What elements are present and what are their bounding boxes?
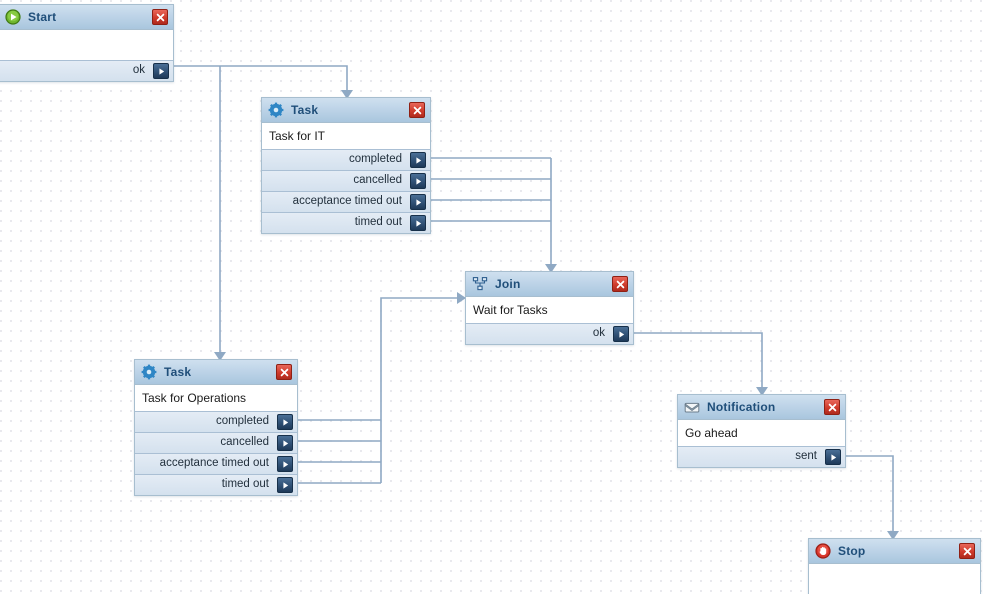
gear-icon [268, 102, 284, 118]
port-label: cancelled [353, 174, 402, 187]
output-port-icon[interactable] [825, 449, 841, 465]
close-icon[interactable] [612, 276, 628, 292]
port-label: ok [132, 64, 145, 77]
wire-join-to-notification [634, 332, 763, 387]
port-label: completed [215, 415, 269, 428]
port-label: sent [795, 450, 817, 463]
node-start-header[interactable]: Start [0, 5, 173, 30]
close-icon[interactable] [276, 364, 292, 380]
close-icon[interactable] [824, 399, 840, 415]
node-task-it-title: Task [291, 103, 319, 117]
port-row-start-ok[interactable]: ok [0, 60, 173, 81]
port-label: timed out [221, 478, 269, 491]
close-icon[interactable] [959, 543, 975, 559]
port-label: acceptance timed out [159, 457, 269, 470]
wire-notification-to-stop [846, 455, 894, 531]
port-row-task-operations-completed[interactable]: completed [135, 411, 297, 432]
output-port-icon[interactable] [410, 173, 426, 189]
port-row-task-operations-timed-out[interactable]: timed out [135, 474, 297, 495]
stop-hand-icon [815, 543, 831, 559]
node-task-operations[interactable]: Task Task for Operations completed cance… [134, 359, 298, 496]
gear-icon [141, 364, 157, 380]
output-port-icon[interactable] [410, 194, 426, 210]
output-port-icon[interactable] [277, 435, 293, 451]
port-label: timed out [354, 216, 402, 229]
node-stop[interactable]: Stop [808, 538, 981, 594]
hierarchy-icon [472, 277, 488, 291]
close-icon[interactable] [409, 102, 425, 118]
port-label: completed [348, 153, 402, 166]
port-row-task-it-cancelled[interactable]: cancelled [262, 170, 430, 191]
node-join[interactable]: Join Wait for Tasks ok [465, 271, 634, 345]
wire-task-operations-bus [380, 297, 457, 483]
node-notification-body: Go ahead [678, 420, 845, 446]
port-label: acceptance timed out [292, 195, 402, 208]
node-join-body: Wait for Tasks [466, 297, 633, 323]
node-task-it[interactable]: Task Task for IT completed cancelled acc… [261, 97, 431, 234]
output-port-icon[interactable] [277, 414, 293, 430]
node-notification[interactable]: Notification Go ahead sent [677, 394, 846, 468]
node-notification-title: Notification [707, 400, 776, 414]
port-row-task-it-completed[interactable]: completed [262, 149, 430, 170]
node-task-operations-body: Task for Operations [135, 385, 297, 411]
node-start-title: Start [28, 10, 57, 24]
envelope-icon [684, 402, 700, 413]
node-start[interactable]: Start ok [0, 4, 174, 82]
node-task-it-header[interactable]: Task [262, 98, 430, 123]
output-port-icon[interactable] [410, 152, 426, 168]
port-row-task-it-timed-out[interactable]: timed out [262, 212, 430, 233]
port-label: cancelled [220, 436, 269, 449]
port-row-task-operations-cancelled[interactable]: cancelled [135, 432, 297, 453]
port-row-task-operations-acceptance-timed-out[interactable]: acceptance timed out [135, 453, 297, 474]
node-start-body [0, 30, 173, 60]
close-icon[interactable] [152, 9, 168, 25]
node-join-header[interactable]: Join [466, 272, 633, 297]
node-notification-header[interactable]: Notification [678, 395, 845, 420]
node-task-it-body: Task for IT [262, 123, 430, 149]
node-task-operations-title: Task [164, 365, 192, 379]
output-port-icon[interactable] [613, 326, 629, 342]
output-port-icon[interactable] [153, 63, 169, 79]
port-label: ok [592, 327, 605, 340]
node-stop-body [809, 564, 980, 594]
play-circle-icon [5, 9, 21, 25]
output-port-icon[interactable] [410, 215, 426, 231]
port-row-notification-sent[interactable]: sent [678, 446, 845, 467]
output-port-icon[interactable] [277, 456, 293, 472]
node-stop-header[interactable]: Stop [809, 539, 980, 564]
port-row-task-it-acceptance-timed-out[interactable]: acceptance timed out [262, 191, 430, 212]
wire-start-to-task-it [174, 65, 348, 90]
node-stop-title: Stop [838, 544, 866, 558]
node-task-operations-header[interactable]: Task [135, 360, 297, 385]
node-join-title: Join [495, 277, 521, 291]
port-row-join-ok[interactable]: ok [466, 323, 633, 344]
output-port-icon[interactable] [277, 477, 293, 493]
